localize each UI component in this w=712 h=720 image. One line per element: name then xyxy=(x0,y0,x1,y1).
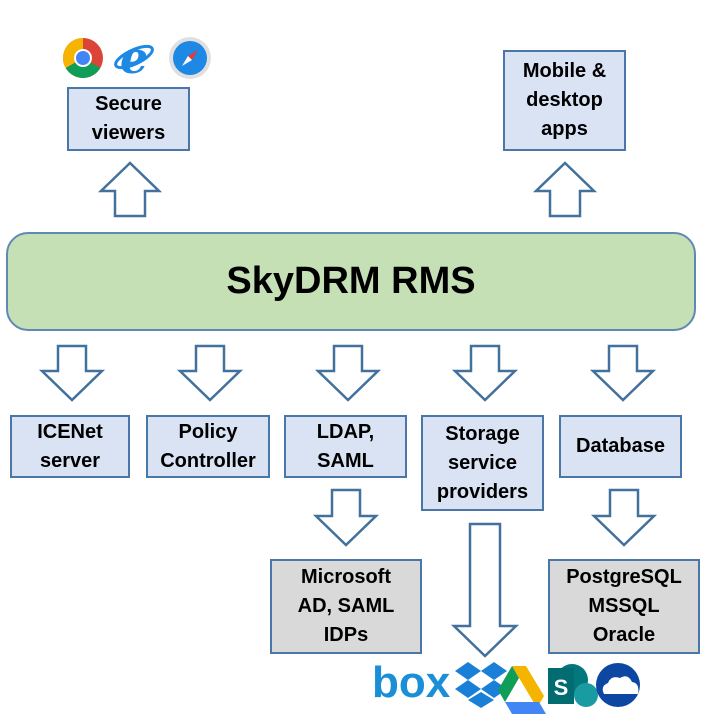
arrow-down-policy xyxy=(176,344,244,402)
box-logo-text: box xyxy=(372,658,451,707)
ldap-box: LDAP, SAML xyxy=(284,415,407,478)
dropbox-logo xyxy=(455,662,507,708)
icenet-label: ICENet server xyxy=(37,420,103,472)
arrow-down-idps xyxy=(312,488,380,547)
box-logo: box xyxy=(372,658,451,707)
svg-text:S: S xyxy=(554,675,569,700)
arrow-down-storage-logos xyxy=(450,522,520,658)
internet-explorer-icon: e xyxy=(114,33,154,84)
storage-label: Storage service providers xyxy=(436,422,529,503)
rms-box: SkyDRM RMS xyxy=(6,232,696,331)
onedrive-logo xyxy=(596,663,640,707)
database-label: Database xyxy=(576,435,665,457)
arrow-down-ldap xyxy=(314,344,382,402)
apps-label: Mobile & desktop apps xyxy=(522,60,607,140)
arrow-down-icenet xyxy=(38,344,106,402)
idps-box: Microsoft AD, SAML IDPs xyxy=(270,559,422,654)
safari-icon xyxy=(169,37,211,79)
policy-label: Policy Controller xyxy=(160,420,256,472)
dbs-label: PostgreSQL MSSQL Oracle xyxy=(566,566,682,646)
ldap-label: LDAP, SAML xyxy=(316,420,375,472)
google-drive-logo xyxy=(498,666,546,714)
rms-title: SkyDRM RMS xyxy=(226,260,476,302)
arrow-up-apps xyxy=(532,161,598,218)
icenet-box: ICENet server xyxy=(10,415,130,478)
policy-box: Policy Controller xyxy=(146,415,270,478)
secure-viewers-label: Secure viewers xyxy=(91,93,166,144)
storage-box: Storage service providers xyxy=(421,415,544,511)
database-box: Database xyxy=(559,415,682,478)
apps-box: Mobile & desktop apps xyxy=(503,50,626,151)
dbs-box: PostgreSQL MSSQL Oracle xyxy=(548,559,700,654)
sharepoint-logo: S xyxy=(548,664,598,707)
chrome-icon xyxy=(63,38,103,78)
idps-label: Microsoft AD, SAML IDPs xyxy=(297,566,395,646)
arrow-down-dbs xyxy=(590,488,658,547)
arrow-down-database xyxy=(589,344,657,402)
arrow-down-storage xyxy=(451,344,519,402)
arrow-up-viewers xyxy=(97,161,163,218)
svg-text:e: e xyxy=(120,33,148,84)
secure-viewers-box: Secure viewers xyxy=(67,87,190,151)
